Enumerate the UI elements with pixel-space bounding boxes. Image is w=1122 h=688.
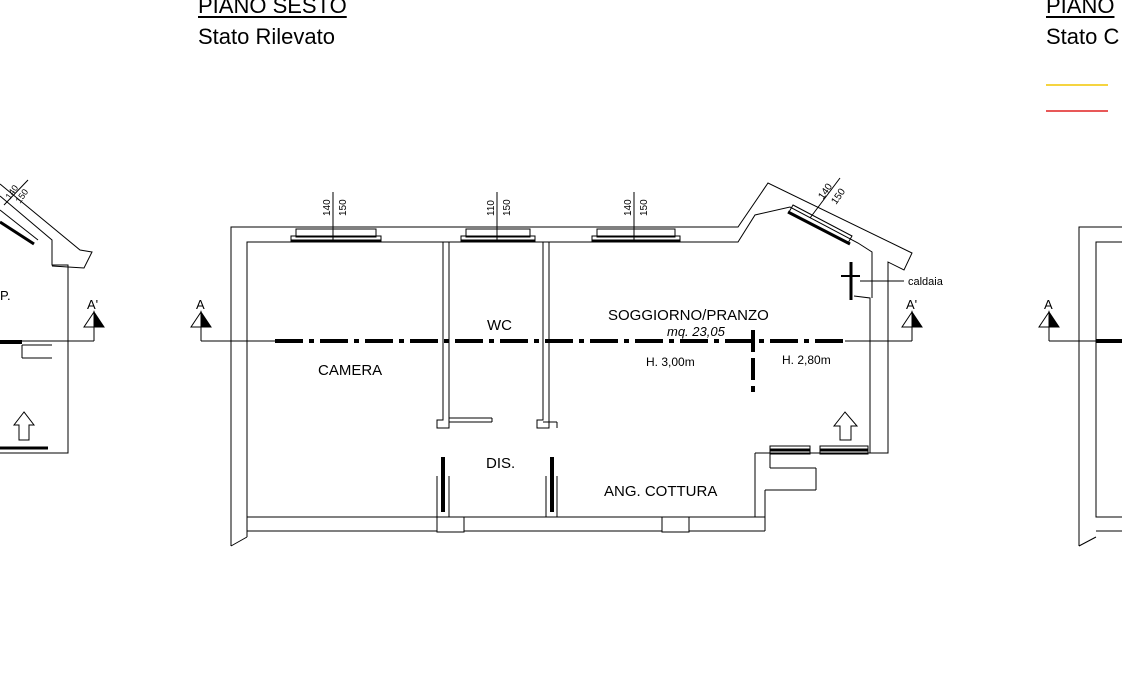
right-plan-subtitle: Stato C <box>1046 25 1119 49</box>
window-2-dim-2: 150 <box>502 199 513 216</box>
right-floor-name: PIANO <box>1046 0 1115 18</box>
plan-title: PIANO SESTO <box>198 0 347 18</box>
window-3-dim-2: 150 <box>639 199 650 216</box>
room-wc: WC <box>487 317 512 334</box>
boiler-symbol <box>841 262 904 300</box>
section-arrow-a-prime-dark <box>911 310 923 328</box>
right-arrow-dark <box>1048 310 1060 328</box>
window-dimension-ticks <box>332 177 841 242</box>
right-section-marker: A <box>1044 297 1053 312</box>
left-partial-plan <box>0 179 105 454</box>
window-3-dim-1: 140 <box>623 199 634 216</box>
room-cottura: ANG. COTTURA <box>604 483 717 500</box>
left-partial-marker: A' <box>87 297 98 312</box>
window-sills <box>291 210 868 452</box>
window-1-dim-1: 140 <box>322 199 333 216</box>
room-camera: CAMERA <box>318 362 382 379</box>
state-label: Stato Rilevato <box>198 24 335 49</box>
window-2-dim-1: 110 <box>486 200 497 216</box>
section-marker-a-prime: A' <box>906 297 917 312</box>
room-dis: DIS. <box>486 455 515 472</box>
entrance-arrow-icon <box>832 411 859 441</box>
window-1-dim-2: 150 <box>338 199 349 216</box>
door-leaves <box>441 457 554 512</box>
boiler-label: caldaia <box>908 276 944 288</box>
room-soggiorno: SOGGIORNO/PRANZO <box>608 307 769 324</box>
section-arrow-a-prime-light <box>901 310 913 328</box>
room-height-2: H. 2,80m <box>782 353 831 367</box>
room-area: mq. 23,05 <box>667 324 726 339</box>
section-marker-a: A <box>196 297 205 312</box>
section-line <box>200 327 913 392</box>
left-partial-label: P. <box>0 288 11 303</box>
right-partial-plan <box>1048 226 1122 547</box>
right-arrow-light <box>1038 310 1050 328</box>
plan-subtitle: Stato Rilevato <box>198 25 335 49</box>
right-state-label: Stato C <box>1046 24 1120 49</box>
floor-name: PIANO SESTO <box>198 0 347 18</box>
section-arrow-a-dark <box>200 310 212 328</box>
room-height-1: H. 3,00m <box>646 355 695 369</box>
right-plan-title: PIANO <box>1046 0 1114 18</box>
section-arrow-a-light <box>190 310 202 328</box>
